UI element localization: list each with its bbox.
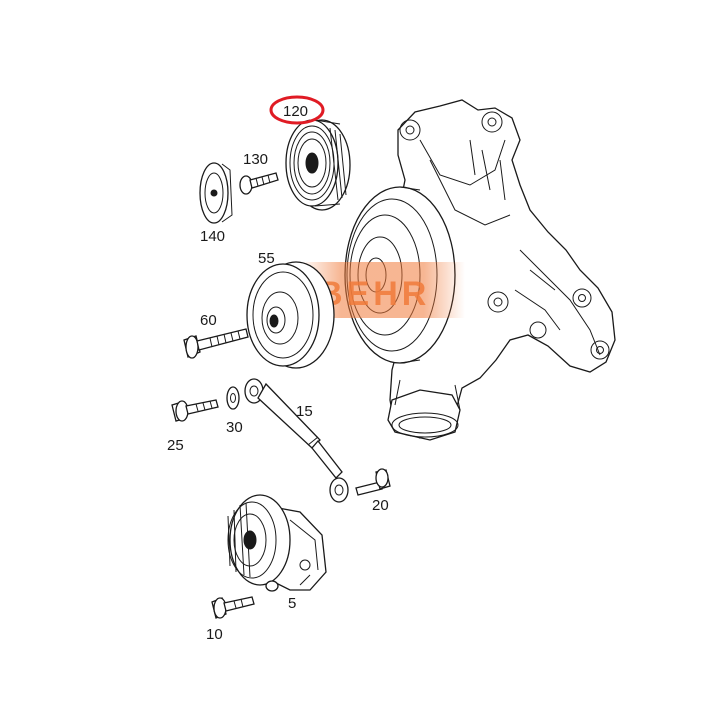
bolt-20 — [355, 468, 391, 496]
callout-highlight-ring — [269, 95, 325, 125]
callout-20: 20 — [372, 497, 389, 514]
grooved-idler-pulley — [285, 119, 351, 211]
bolt-25 — [171, 399, 219, 422]
damper-15 — [244, 378, 349, 503]
callout-130: 130 — [243, 151, 268, 168]
belt-tensioner-5 — [227, 494, 327, 592]
bolt-10 — [211, 596, 255, 619]
callout-60: 60 — [200, 312, 217, 329]
callout-120: 120 — [283, 103, 308, 120]
callout-25: 25 — [167, 437, 184, 454]
watermark-text: BEHR — [318, 275, 430, 313]
washer-30 — [226, 386, 240, 410]
callout-30: 30 — [226, 419, 243, 436]
callout-5: 5 — [288, 595, 296, 612]
smooth-idler-pulley — [246, 261, 335, 369]
bolt-60 — [183, 328, 249, 359]
callout-15: 15 — [296, 403, 313, 420]
cap-140 — [199, 162, 233, 224]
callout-140: 140 — [200, 228, 225, 245]
callout-10: 10 — [206, 626, 223, 643]
water-pump-housing — [371, 99, 616, 441]
bolt-130 — [239, 172, 279, 195]
callout-55: 55 — [258, 250, 275, 267]
